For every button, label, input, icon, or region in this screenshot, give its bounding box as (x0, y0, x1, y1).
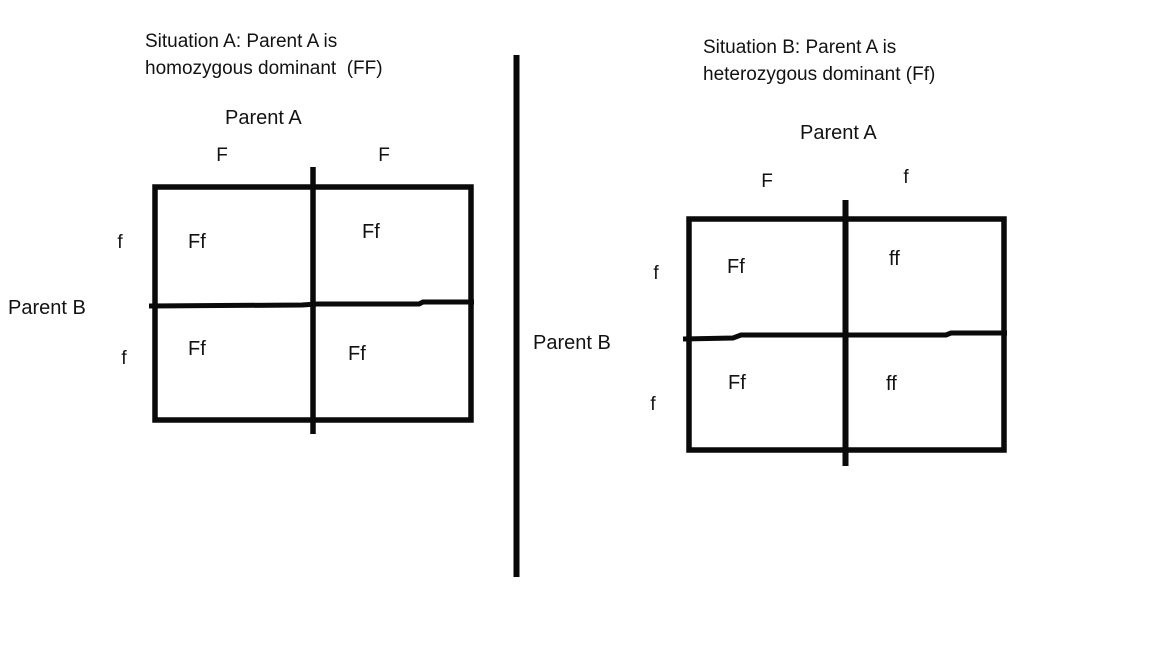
situation-a-parent-a-label: Parent A (225, 107, 302, 129)
situation-b-row-allele-2: f (650, 394, 656, 415)
situation-b-parent-b-label: Parent B (533, 332, 611, 354)
punnett-grid-situation-a (148, 167, 474, 434)
grid-b-horizontal-midline (682, 330, 1007, 342)
grid-b-outer-border (686, 216, 1007, 453)
grid-a-horizontal-midline (148, 299, 474, 309)
situation-a-cell-bottom-left: Ff (188, 338, 206, 360)
situation-a-col-allele-1: F (216, 145, 228, 166)
situation-b-cell-top-left: Ff (727, 256, 745, 278)
situation-b-cell-top-right: ff (889, 248, 900, 270)
situation-a-row-allele-2: f (121, 348, 127, 369)
situation-b-row-allele-1: f (653, 263, 659, 284)
situation-a-cell-bottom-right: Ff (348, 343, 366, 365)
situation-b-parent-a-label: Parent A (800, 122, 877, 144)
grid-a-outer-border (152, 184, 474, 423)
situation-b-title-line2: heterozygous dominant (Ff) (703, 64, 936, 85)
situation-a-cell-top-right: Ff (362, 221, 380, 243)
situation-a-title-line2: homozygous dominant (FF) (145, 58, 383, 79)
situation-b-col-allele-1: F (761, 171, 773, 192)
situation-b-cell-bottom-left: Ff (728, 372, 746, 394)
situation-b-cell-bottom-right: ff (886, 373, 897, 395)
situation-a-row-allele-1: f (117, 232, 123, 253)
situation-a-parent-b-label: Parent B (8, 297, 86, 319)
situation-a-title-line1: Situation A: Parent A is (145, 31, 338, 52)
situation-b-title-line1: Situation B: Parent A is (703, 37, 897, 58)
situation-a-col-allele-2: F (378, 145, 390, 166)
punnett-grid-situation-b (682, 200, 1007, 466)
situation-a-cell-top-left: Ff (188, 231, 206, 253)
situation-b-col-allele-2: f (903, 167, 909, 188)
